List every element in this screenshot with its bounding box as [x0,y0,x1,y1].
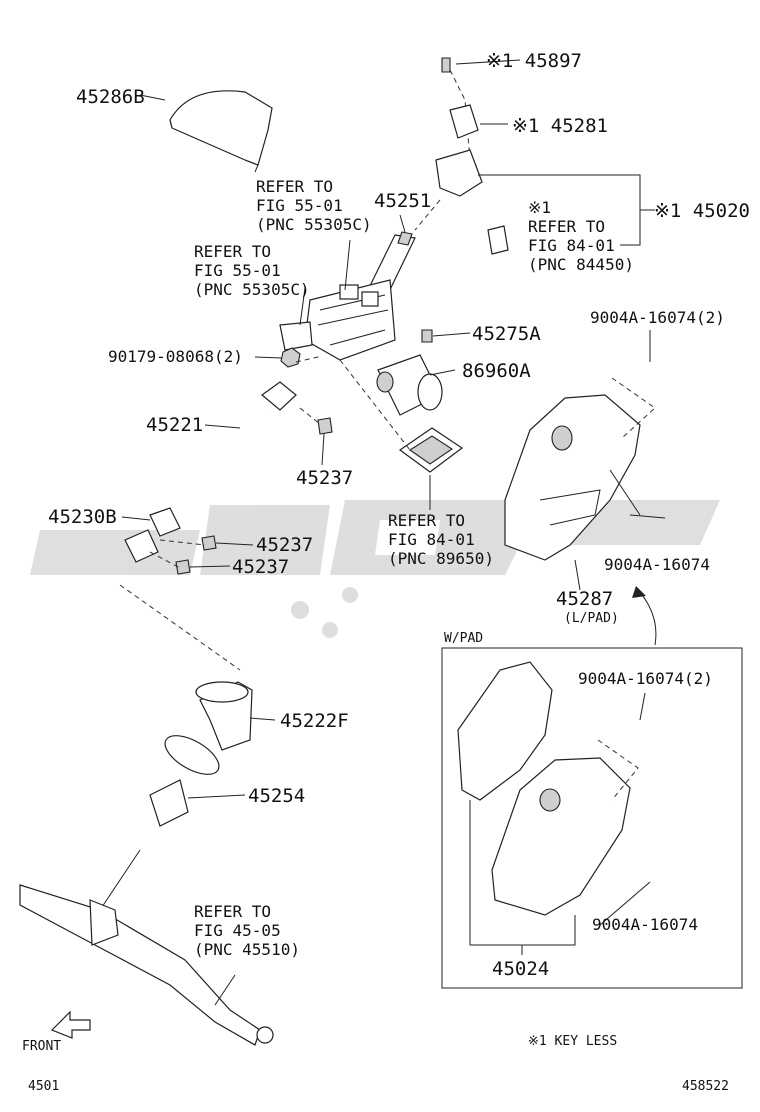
label-9004A-top: 9004A-16074(2) [590,308,725,327]
note-key-less: ※1 KEY LESS [528,1034,617,1049]
ref5-line1: REFER TO [194,902,271,921]
ref2-line1: REFER TO [194,242,271,261]
label-45237-a: 45237 [296,467,353,489]
bolt-45237-middle [201,535,217,551]
bolt-45237-upper [317,417,333,435]
ref1-line3: (PNC 55305C) [256,215,372,234]
label-45237-c: 45237 [232,556,289,578]
lower-column-cover-45024 [457,661,631,916]
intermediate-shaft-45221 [168,381,297,507]
upper-column-cover-45286B [169,90,273,166]
with-pad-variant-box [441,647,743,989]
label-45281: ※1 45281 [512,115,608,137]
ref1-line1: REFER TO [256,177,333,196]
ref5-line3: (PNC 45510) [194,940,300,959]
label-front: FRONT [22,1039,61,1054]
label-9004A-box-top: 9004A-16074(2) [578,669,713,688]
ref4-line2: FIG 84-01 [388,530,475,549]
label-45275A: 45275A [472,323,541,345]
key-cylinder-45020 [435,57,509,255]
label-45254: 45254 [248,785,305,807]
label-45286B: 45286B [76,86,145,108]
control-module-89650 [398,427,464,473]
label-45251: 45251 [374,190,431,212]
hole-cover-45254 [149,735,220,827]
steering-column-45251 [279,231,416,361]
label-45897: ※1 45897 [486,50,582,72]
bolt-45237-lower [175,559,191,575]
label-45237-b: 45237 [256,534,313,556]
ref3-line3: FIG 84-01 [528,236,615,255]
label-9004A-box-bottom: 9004A-16074 [592,915,698,934]
steering-gear-45510 [19,849,274,1046]
ref2-line3: (PNC 55305C) [194,280,310,299]
code-left: 4501 [28,1079,59,1094]
label-45221: 45221 [146,414,203,436]
front-direction-arrow-icon [50,1010,91,1039]
label-86960A: 86960A [462,360,531,382]
ref4-line1: REFER TO [388,511,465,530]
power-steering-motor-86960A [376,354,443,416]
label-9004A-right: 9004A-16074 [604,555,710,574]
label-45230B: 45230B [48,506,117,528]
nut-90179-08068 [280,347,301,368]
lower-column-cover-45287 [504,394,641,561]
bolt-45275A [421,329,433,343]
label-45024: 45024 [492,958,549,980]
label-45222F: 45222F [280,710,349,732]
universal-joint-45230B [124,507,181,563]
ref3-line4: (PNC 84450) [528,255,634,274]
ref4-line3: (PNC 89650) [388,549,494,568]
variant-arrow [637,589,657,646]
code-right: 458522 [682,1079,729,1094]
label-90179: 90179-08068(2) [108,347,243,366]
ref3-line1: ※1 [528,198,551,217]
ref3-line2: REFER TO [528,217,605,236]
label-wpad: W/PAD [444,631,483,646]
dust-seal-45222F [195,681,253,751]
ref5-line2: FIG 45-05 [194,921,281,940]
label-45287: 45287 [556,588,613,610]
ref2-line2: FIG 55-01 [194,261,281,280]
ref1-line2: FIG 55-01 [256,196,343,215]
label-45020: ※1 45020 [654,200,750,222]
label-45287-sub: (L/PAD) [564,611,619,626]
